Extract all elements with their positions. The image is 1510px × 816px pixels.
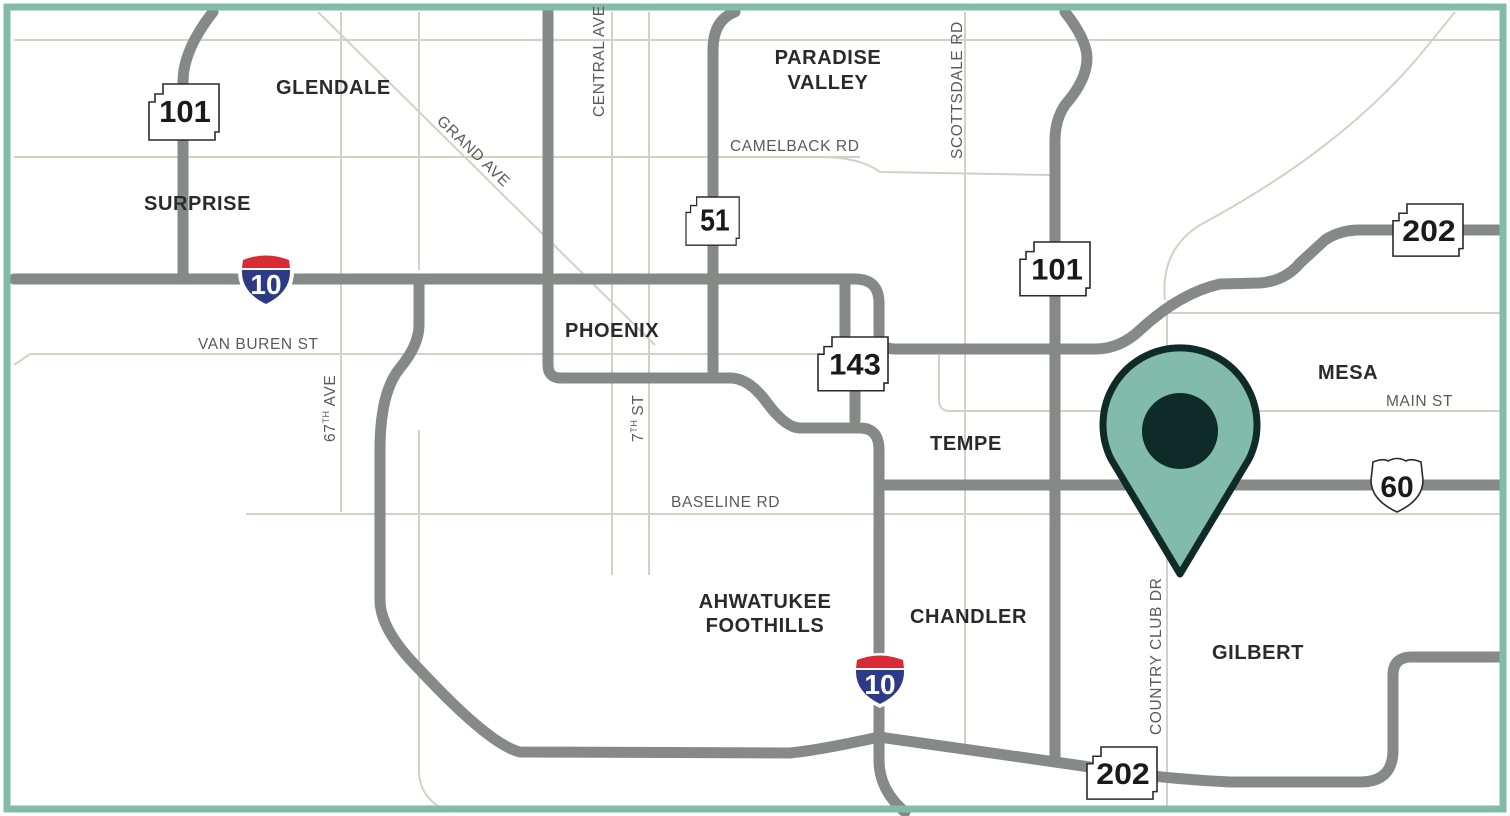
paradise-valley-label-line2: VALLEY <box>787 72 868 94</box>
svg-text:101: 101 <box>1031 253 1083 286</box>
ahwatukee-label-line2: FOOTHILLS <box>706 615 825 637</box>
sr202-south-shield: 202 <box>1086 746 1158 800</box>
sr101-west-shield: 101 <box>148 83 220 141</box>
svg-text:10: 10 <box>250 269 281 300</box>
sr51-shield: 51 <box>685 196 740 246</box>
sr143-shield: 143 <box>817 336 889 392</box>
svg-text:51: 51 <box>700 204 730 238</box>
paradise-valley-label-line1: PARADISE <box>775 47 882 69</box>
phoenix-label: PHOENIX <box>565 320 659 342</box>
ave-67-word: AVE <box>322 375 339 407</box>
location-pin-icon <box>1099 344 1261 578</box>
svg-text:143: 143 <box>829 348 881 381</box>
i10-west-shield: 10 <box>238 253 294 308</box>
main-st-label: MAIN ST <box>1386 393 1453 410</box>
ave-67-label: 67TH AVE <box>321 375 339 442</box>
sr101-west-route <box>177 6 219 285</box>
svg-text:202: 202 <box>1096 757 1149 791</box>
central-ave-label: CENTRAL AVE <box>591 5 608 117</box>
svg-text:202: 202 <box>1402 214 1455 248</box>
sr51-route <box>707 6 741 381</box>
i10-south-shield: 10 <box>852 653 908 708</box>
svg-text:10: 10 <box>864 669 895 700</box>
surprise-label: SURPRISE <box>144 193 251 215</box>
location-pin-center <box>1142 393 1218 469</box>
map-frame <box>3 3 1507 813</box>
glendale-label: GLENDALE <box>276 77 391 99</box>
main-st-line <box>938 355 1500 412</box>
gilbert-label: GILBERT <box>1212 642 1304 664</box>
scottsdale-rd-label: SCOTTSDALE RD <box>949 21 966 159</box>
area-labels: GLENDALE SURPRISE PARADISE VALLEY PHOENI… <box>144 47 1378 664</box>
street-line <box>1163 11 1456 301</box>
ahwatukee-label-line1: AHWATUKEE <box>699 591 832 613</box>
sr202-north-shield: 202 <box>1392 203 1464 257</box>
tempe-label: TEMPE <box>930 433 1002 455</box>
st-7-superscript: TH <box>629 420 639 433</box>
i10-route <box>8 224 1506 355</box>
st-7-word: ST <box>630 395 647 416</box>
camelback-line <box>819 156 1051 176</box>
country-club-dr-label: COUNTRY CLUB DR <box>1148 578 1165 735</box>
st-7-number: 7 <box>630 433 647 442</box>
svg-text:60: 60 <box>1380 471 1413 504</box>
grand-ave-line <box>317 11 656 346</box>
baseline-rd-label: BASELINE RD <box>671 494 780 511</box>
sr101-east-route <box>1049 6 1093 763</box>
central-route <box>542 6 911 816</box>
chandler-label: CHANDLER <box>910 606 1027 628</box>
ave-67-number: 67 <box>322 424 339 442</box>
sr101-east-shield: 101 <box>1019 241 1091 297</box>
st-7-label: 7TH ST <box>629 395 647 442</box>
camelback-rd-label: CAMELBACK RD <box>730 138 860 155</box>
van-buren-line <box>13 353 850 366</box>
loop-route <box>374 273 885 759</box>
local-streets <box>13 11 1500 813</box>
sr202-south-route <box>873 651 1506 788</box>
van-buren-st-label: VAN BUREN ST <box>198 336 319 353</box>
mesa-label: MESA <box>1318 362 1378 384</box>
us60-shield: 60 <box>1370 457 1424 513</box>
ave-67-superscript: TH <box>321 410 331 423</box>
grand-ave-label: GRAND AVE <box>433 113 513 191</box>
street-line <box>418 430 451 813</box>
svg-text:101: 101 <box>159 94 211 129</box>
